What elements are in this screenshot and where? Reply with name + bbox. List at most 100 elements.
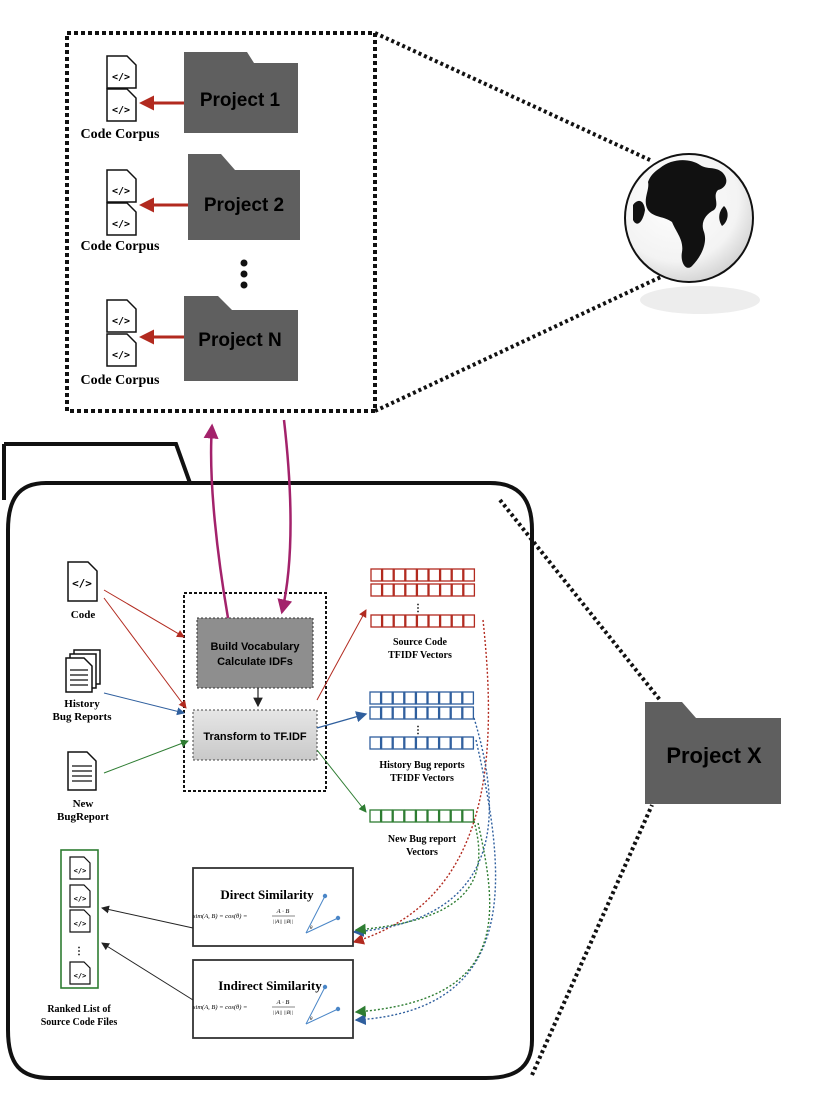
history-vector-row (369, 691, 475, 705)
direct-similarity-title: Direct Similarity (220, 887, 314, 902)
arrow-code-to-transform (103, 597, 187, 709)
code-file-stack-1: </> </> (106, 55, 137, 122)
svg-text:</>: </> (74, 972, 87, 980)
corpus-frame (65, 31, 377, 413)
svg-text:</>: </> (72, 577, 92, 590)
curve-new-to-direct (354, 820, 480, 935)
project-1-label: Project 1 (200, 90, 281, 111)
ranked-list-dots: ⋮ (74, 946, 84, 957)
indirect-similarity-title: Indirect Similarity (218, 978, 322, 993)
curve-new-to-indirect (354, 822, 491, 1017)
transform-label: Transform to TF.IDF (203, 731, 307, 743)
new-vectors-label-1: New Bug report (388, 834, 457, 845)
history-vectors-label-1: History Bug reports (379, 760, 464, 771)
indirect-similarity-box: Indirect Similarity sim(A, B) = cos(θ) =… (192, 959, 354, 1039)
code-file-stack-n: </> </> (106, 299, 137, 367)
zoom-line-top (374, 31, 651, 162)
arrow-build-to-corpus (203, 423, 230, 619)
source-vector-row (370, 568, 476, 582)
history-vectors-dots: ⋮ (413, 725, 423, 736)
source-vector-row (370, 583, 476, 597)
build-vocabulary-box (196, 617, 314, 689)
project-n-label: Project N (198, 330, 281, 351)
history-input-label-1: History (64, 698, 100, 710)
arrow-transform-to-source-vectors (316, 609, 367, 701)
project-x-label: Project X (666, 743, 762, 768)
svg-text:</>: </> (74, 895, 87, 903)
indirect-formula-lhs: sim(A, B) = cos(θ) = (193, 1004, 247, 1011)
ranked-file-icons: </> </> </> </> (69, 856, 91, 985)
code-input-label: Code (71, 609, 96, 621)
ranked-file-icon: </> (69, 856, 91, 880)
svg-text:</>: </> (74, 920, 87, 928)
history-bug-vectors (369, 691, 475, 750)
zoom-line-x-top (498, 498, 662, 702)
ranked-list-label-1: Ranked List of (47, 1004, 111, 1015)
code-corpus-label-1: Code Corpus (81, 127, 161, 142)
arrow-transform-to-new-vectors (316, 749, 367, 813)
history-vector-row (369, 736, 475, 750)
arrow-indirect-to-ranked (101, 942, 194, 1001)
project-folder-1: Project 1 (184, 52, 298, 133)
project-2-label: Project 2 (204, 195, 284, 216)
transform-box (192, 709, 318, 761)
new-bug-report-icon (67, 751, 97, 791)
arrow-corpus-to-build (277, 419, 293, 615)
arrow-code-to-build (103, 589, 185, 638)
new-vectors-label-2: Vectors (406, 847, 438, 858)
project-folder-n: Project N (184, 296, 298, 381)
ranked-file-icon: </> (69, 909, 91, 933)
new-input-label-2: BugReport (57, 811, 109, 823)
indirect-theta: θ (310, 1017, 313, 1022)
project-folder-2: Project 2 (188, 154, 300, 240)
code-file-stack-2: </> </> (106, 169, 137, 236)
direct-similarity-box: Direct Similarity sim(A, B) = cos(θ) = A… (192, 867, 354, 947)
arrow-direct-to-ranked (101, 905, 194, 929)
history-vector-row (369, 706, 475, 720)
projects-ellipsis (240, 259, 248, 289)
svg-text:</>: </> (112, 219, 130, 230)
svg-text:</>: </> (112, 105, 130, 116)
svg-text:</>: </> (112, 350, 130, 361)
zoom-line-bottom (374, 273, 666, 413)
direct-formula-num: A · B (276, 908, 290, 915)
build-vocabulary-label: Build Vocabulary (210, 641, 300, 653)
source-vectors-label-2: TFIDF Vectors (388, 650, 452, 661)
svg-text:</>: </> (112, 186, 130, 197)
history-bug-reports-icon (65, 649, 101, 693)
direct-formula-lhs: sim(A, B) = cos(θ) = (193, 913, 247, 920)
arrow-history-to-transform (103, 692, 185, 716)
new-bug-vector (369, 809, 475, 823)
history-input-label-2: Bug Reports (53, 711, 113, 723)
svg-text:</>: </> (112, 72, 130, 83)
svg-text:</>: </> (112, 316, 130, 327)
new-vector-row (369, 809, 475, 823)
globe-icon (624, 153, 760, 314)
new-input-label-1: New (73, 798, 94, 810)
project-x-folder: Project X (645, 702, 781, 804)
history-vectors-label-2: TFIDF Vectors (390, 773, 454, 784)
source-vectors-dots: ⋮ (413, 603, 423, 614)
source-code-vectors (370, 568, 476, 628)
calculate-idfs-label: Calculate IDFs (217, 656, 293, 668)
direct-formula-den: ||A|| ||B|| (273, 919, 293, 925)
indirect-formula-den: ||A|| ||B|| (273, 1010, 293, 1016)
svg-text:</>: </> (74, 867, 87, 875)
zoom-line-x-bottom (530, 804, 654, 1076)
source-vectors-label-1: Source Code (393, 637, 448, 648)
process-frame (183, 592, 327, 792)
curve-history-to-indirect (354, 739, 497, 1025)
source-vector-row (370, 614, 476, 628)
ranked-file-icon: </> (69, 961, 91, 985)
direct-theta: θ (310, 926, 313, 931)
arrow-new-to-transform (103, 739, 189, 774)
code-corpus-label-2: Code Corpus (81, 239, 161, 254)
project-x-zoom-frame (4, 442, 534, 1080)
curve-source-to-direct (352, 619, 490, 945)
indirect-formula-num: A · B (276, 999, 290, 1006)
ranked-file-icon: </> (69, 884, 91, 908)
ranked-list-label-2: Source Code Files (41, 1017, 118, 1028)
curve-history-to-direct (352, 717, 490, 937)
code-corpus-label-n: Code Corpus (81, 373, 161, 388)
